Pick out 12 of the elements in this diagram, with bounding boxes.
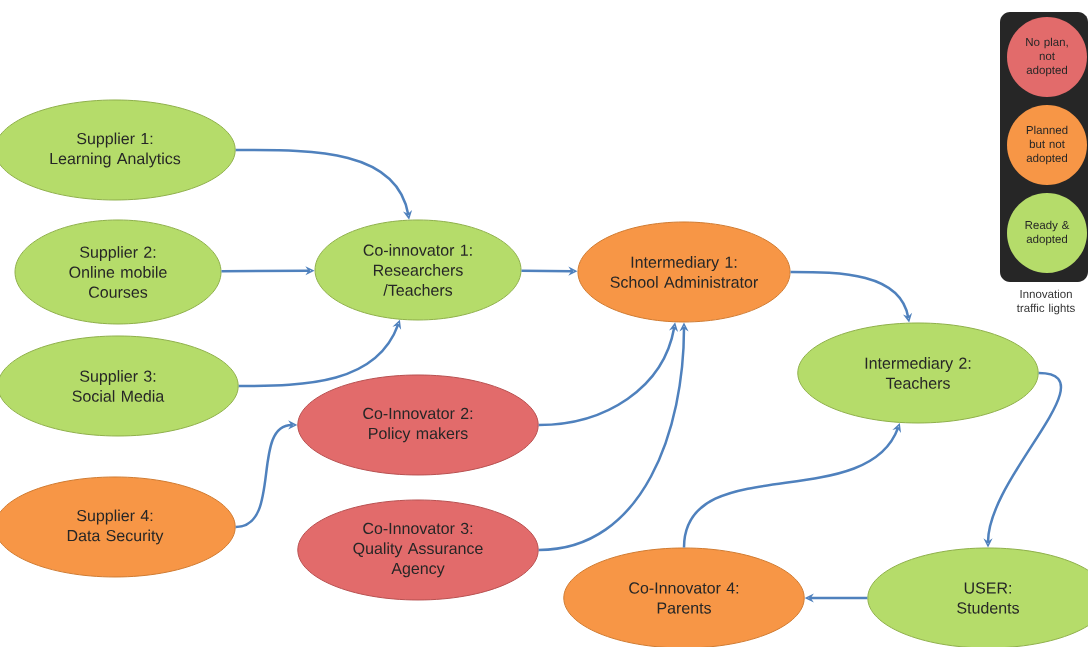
- legend-label: Ready & adopted: [1025, 220, 1070, 246]
- ellipse-node: Co-Innovator 2: Policy makers: [297, 374, 539, 476]
- caption: Innovation traffic lights: [1016, 289, 1075, 315]
- legend-label: No plan, not adopted: [1026, 37, 1068, 77]
- ellipse-node: Co-innovator 1: Researchers /Teachers: [314, 219, 522, 321]
- ellipse-node: Intermediary 1: School Administrator: [577, 221, 791, 323]
- ellipse-node: Intermediary 2: Teachers: [797, 322, 1039, 424]
- ellipse-node: USER: Students: [867, 547, 1088, 647]
- ellipse-node: Co-Innovator 3: Quality Assurance Agency: [297, 499, 539, 601]
- ellipse-node: Co-Innovator 4: Parents: [563, 547, 805, 647]
- legend-label: Planned but not adopted: [1026, 125, 1068, 165]
- ellipse-node: Supplier 2: Online mobile Courses: [14, 219, 222, 325]
